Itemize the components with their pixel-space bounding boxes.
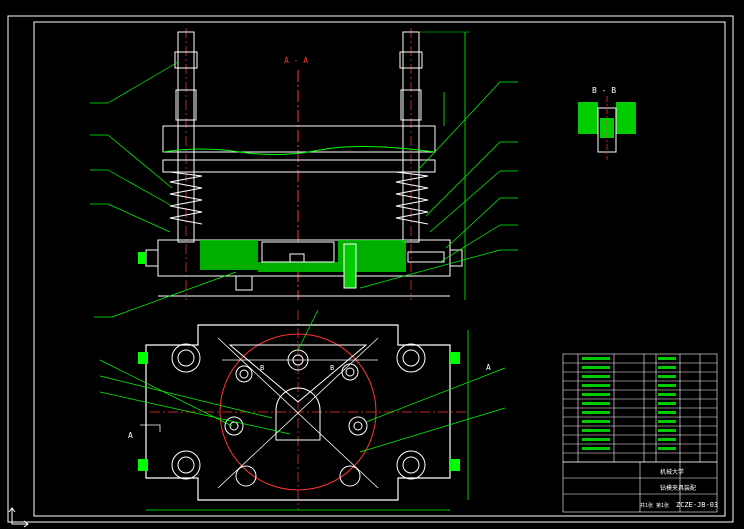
outer-sheet-border [7, 15, 734, 523]
parts-row-material-glyph [658, 447, 676, 450]
section-arrow-left [140, 424, 161, 432]
base-left-hatch [200, 240, 258, 270]
part-leaders-plan [99, 309, 506, 453]
base-middle-hatch [258, 262, 338, 272]
parts-row-material-glyph [658, 393, 676, 396]
parts-row-material-glyph [658, 438, 676, 441]
title-drawing-code: ZCZE-JB-03 [676, 501, 718, 509]
parts-row-text-glyph [582, 375, 610, 378]
drill-plate [162, 125, 436, 153]
parts-row-material-glyph [658, 384, 676, 387]
parts-row-material-glyph [658, 357, 676, 360]
locating-circle [219, 333, 377, 491]
parts-row-text-glyph [582, 366, 610, 369]
title-block [562, 461, 718, 513]
title-drawing-name: 钻模夹具装配 [660, 484, 696, 492]
b-mark-left: B [260, 364, 264, 372]
section-a-a-view: A - A [138, 28, 470, 300]
left-guide-column [177, 31, 195, 243]
diag-rib-2 [217, 337, 379, 489]
parts-list-rows [563, 357, 717, 454]
inner-drawing-frame [33, 21, 726, 517]
drill-plate-break-line [162, 145, 436, 156]
parts-row-material-glyph [658, 411, 676, 414]
parts-row-text-glyph [582, 402, 610, 405]
right-column-top-cap [399, 51, 423, 69]
bottom-foot [235, 275, 253, 291]
ucs-axis-icon [8, 507, 29, 528]
center-boss [275, 387, 321, 441]
parts-row-material-glyph [658, 420, 676, 423]
drill-bushing-holes [224, 349, 368, 487]
detail-plate-right [616, 102, 636, 134]
parts-row-material-glyph [658, 402, 676, 405]
parts-row-material-glyph [658, 429, 676, 432]
part-leaders-top [90, 61, 518, 318]
title-sheet-note: 共1张 第1张 [640, 502, 669, 509]
column-boss-bottom-right [396, 450, 426, 480]
left-column-top-cap [174, 51, 198, 69]
column-boss-bottom-left [171, 450, 201, 480]
left-spring [169, 171, 203, 225]
b-mark-right: B [330, 364, 334, 372]
parts-row-text-glyph [582, 393, 610, 396]
section-b-b-detail: B - B [578, 86, 636, 160]
section-b-b-label: B - B [592, 86, 616, 95]
plan-view: A A B B [128, 310, 491, 511]
left-clamp-knob [138, 249, 159, 267]
triangle-cutout [228, 344, 368, 403]
right-clamp-knob [407, 249, 463, 267]
right-column-collar [400, 89, 422, 121]
locating-pin [343, 243, 357, 289]
base-cavity [261, 241, 335, 263]
parts-row-text-glyph [582, 420, 610, 423]
middle-plate [162, 159, 436, 173]
parts-row-text-glyph [582, 384, 610, 387]
title-school: 机械大学 [660, 468, 684, 476]
parts-row-material-glyph [658, 366, 676, 369]
detail-plate-left [578, 102, 598, 134]
right-spring [395, 171, 429, 225]
parts-row-text-glyph [582, 447, 610, 450]
left-column-collar [175, 89, 197, 121]
column-boss-top-left [171, 343, 201, 373]
parts-row-text-glyph [582, 411, 610, 414]
arrow-a-right-label: A [486, 363, 491, 372]
base-plate-outline [145, 324, 451, 501]
section-a-a-label: A - A [284, 56, 308, 65]
parts-row-text-glyph [582, 438, 610, 441]
center-pin [289, 253, 305, 263]
view-a-label: A [128, 431, 133, 440]
plan-clamp-knobs [138, 352, 460, 471]
parts-row-text-glyph [582, 429, 610, 432]
column-boss-top-right [396, 343, 426, 373]
right-guide-column [402, 31, 420, 243]
parts-row-material-glyph [658, 375, 676, 378]
parts-row-text-glyph [582, 357, 610, 360]
